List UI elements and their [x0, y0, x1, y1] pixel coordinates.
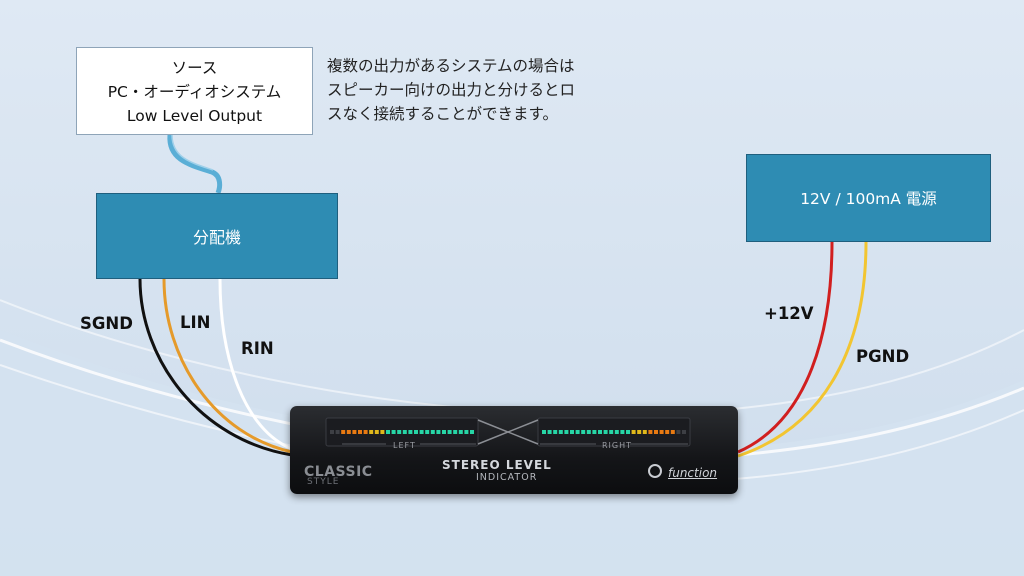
classic-logo: CLASSIC	[304, 464, 373, 480]
right-meter-segment	[598, 430, 602, 434]
left-level-meter	[330, 430, 474, 434]
left-meter-segment	[414, 430, 418, 434]
left-meter-segment	[470, 430, 474, 434]
left-meter-segment	[369, 430, 374, 434]
right-meter-segment	[670, 430, 675, 434]
right-meter-segment	[564, 430, 569, 434]
plus12v-wire	[737, 241, 834, 454]
sgnd-wire	[138, 278, 293, 457]
right-meter-segment	[614, 430, 619, 434]
rin-label: RIN	[241, 339, 274, 358]
distributor-box: 分配機	[96, 193, 338, 279]
note-line-1: 複数の出力があるシステムの場合は	[327, 57, 575, 75]
right-meter-segment	[575, 430, 580, 434]
right-meter-segment	[631, 430, 636, 434]
left-meter-segment	[436, 430, 441, 434]
right-meter-segment	[654, 430, 658, 434]
plus12v-label: +12V	[764, 304, 814, 323]
left-meter-segment	[386, 430, 390, 434]
left-meter-segment	[430, 430, 435, 434]
left-meter-segment	[447, 430, 452, 434]
lin-label: LIN	[180, 313, 211, 332]
right-meter-segment	[659, 430, 664, 434]
left-meter-segment	[408, 430, 413, 434]
note-text: 複数の出力があるシステムの場合は スピーカー向けの出力と分けるとロ スなく接続す…	[327, 54, 657, 126]
left-meter-segment	[335, 430, 340, 434]
source-title: ソース	[171, 59, 218, 77]
pgnd-wire	[737, 241, 868, 458]
device-panel-graphics	[325, 417, 691, 447]
right-meter-segment	[586, 430, 591, 434]
right-channel-label: RIGHT	[602, 441, 633, 450]
left-meter-segment	[358, 430, 362, 434]
blue-cable	[167, 134, 223, 194]
left-meter-segment	[397, 430, 402, 434]
source-device: PC・オーディオシステム	[107, 83, 282, 101]
left-channel-label: LEFT	[393, 441, 416, 450]
right-meter-segment	[542, 430, 546, 434]
lin-wire	[162, 278, 293, 454]
left-meter-segment	[363, 430, 368, 434]
left-meter-segment	[352, 430, 357, 434]
right-meter-segment	[676, 430, 681, 434]
left-meter-segment	[391, 430, 396, 434]
right-meter-segment	[581, 430, 586, 434]
brand-logo: function	[668, 466, 718, 480]
left-meter-segment	[419, 430, 424, 434]
left-meter-segment	[402, 430, 407, 434]
left-meter-segment	[453, 430, 458, 434]
right-meter-segment	[553, 430, 558, 434]
power-supply-label: 12V / 100mA 電源	[800, 190, 937, 208]
right-meter-segment	[609, 430, 614, 434]
brand-circle-icon	[648, 464, 662, 478]
left-meter-segment	[464, 430, 469, 434]
left-meter-segment	[346, 430, 351, 434]
power-supply-box: 12V / 100mA 電源	[746, 154, 991, 242]
left-meter-segment	[380, 430, 385, 434]
right-meter-segment	[665, 430, 670, 434]
right-meter-segment	[620, 430, 625, 434]
style-logo: STYLE	[307, 477, 340, 487]
right-meter-segment	[547, 430, 552, 434]
stereo-level-title: STEREO LEVEL	[442, 458, 552, 472]
left-meter-segment	[442, 430, 446, 434]
right-meter-segment	[637, 430, 642, 434]
left-meter-segment	[458, 430, 463, 434]
rin-wire	[218, 278, 293, 451]
right-meter-segment	[603, 430, 608, 434]
distributor-label: 分配機	[192, 228, 241, 247]
right-meter-segment	[648, 430, 653, 434]
left-meter-segment	[330, 430, 334, 434]
right-meter-segment	[626, 430, 630, 434]
left-meter-segment	[374, 430, 379, 434]
note-line-3: スなく接続することができます。	[327, 105, 558, 123]
indicator-subtitle: INDICATOR	[476, 472, 538, 483]
stereo-level-indicator-device: LEFT RIGHT CLASSIC STYLE STEREO LEVEL IN…	[290, 406, 738, 494]
left-meter-segment	[341, 430, 346, 434]
right-level-meter	[542, 430, 686, 434]
source-box: ソース PC・オーディオシステム Low Level Output	[76, 47, 313, 135]
note-line-2: スピーカー向けの出力と分けるとロ	[327, 81, 576, 99]
left-meter-segment	[425, 430, 430, 434]
right-meter-segment	[570, 430, 574, 434]
right-meter-segment	[642, 430, 647, 434]
right-meter-segment	[558, 430, 563, 434]
right-meter-segment	[592, 430, 597, 434]
source-output: Low Level Output	[126, 107, 263, 125]
right-meter-segment	[682, 430, 686, 434]
pgnd-label: PGND	[856, 347, 910, 366]
sgnd-label: SGND	[80, 314, 133, 333]
